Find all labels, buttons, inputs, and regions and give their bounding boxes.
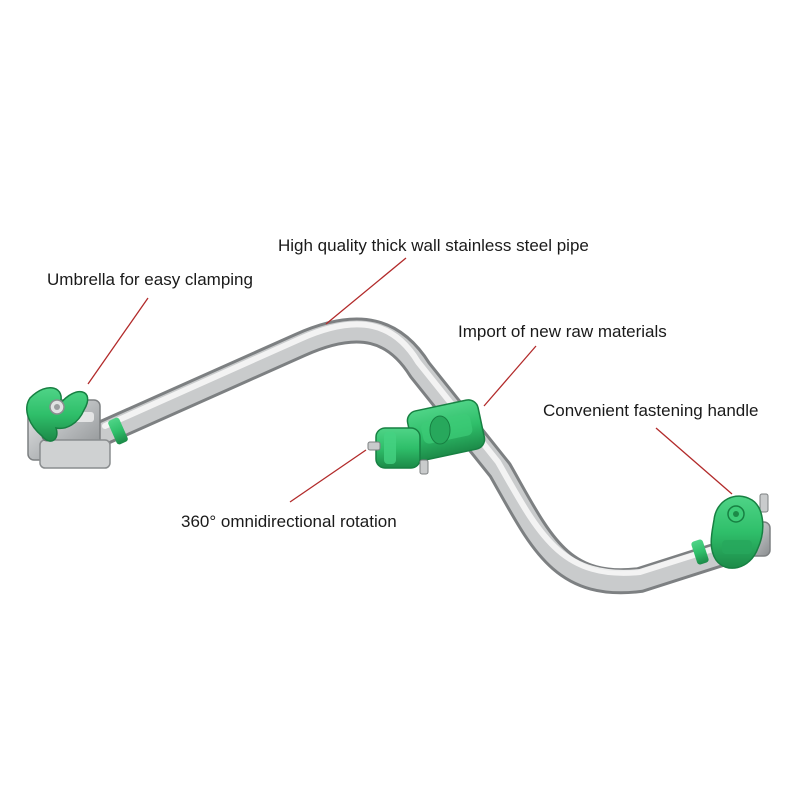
leader-line-umbrella: [87, 297, 149, 385]
callout-umbrella-clamping: Umbrella for easy clamping: [47, 270, 253, 289]
leader-line-rotation: [289, 449, 367, 503]
callout-steel-pipe: High quality thick wall stainless steel …: [278, 236, 589, 255]
steel-pipe: [92, 317, 753, 595]
callout-fastening-handle: Convenient fastening handle: [543, 401, 759, 420]
right-fastening-handle: [691, 493, 771, 569]
callout-raw-materials: Import of new raw materials: [458, 322, 667, 341]
leader-line-import: [483, 345, 537, 407]
leader-line-pipe: [325, 257, 407, 325]
leader-line-handle: [655, 427, 733, 495]
rotation-joint: [367, 399, 486, 475]
leader-lines: [87, 257, 733, 503]
callout-rotation: 360° omnidirectional rotation: [181, 512, 397, 531]
umbrella-wing-knob: [26, 387, 89, 442]
